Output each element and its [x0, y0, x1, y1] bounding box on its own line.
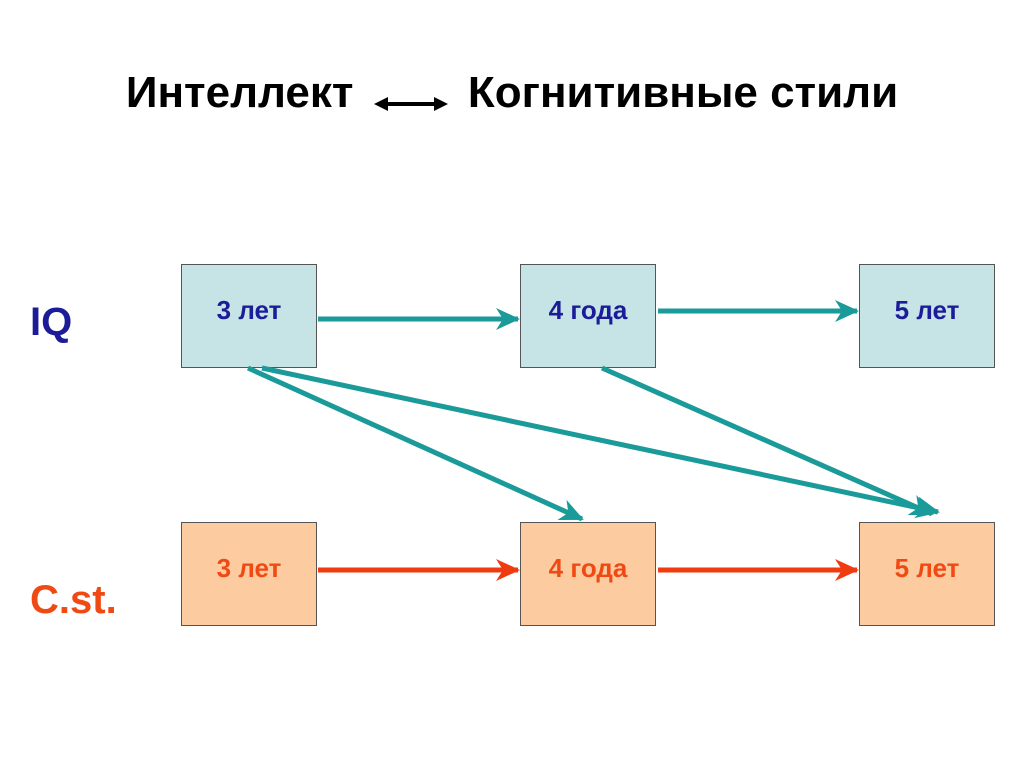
arrow-iq4-to-cst5 — [600, 365, 934, 517]
cst-box-label: 5 лет — [894, 552, 960, 583]
row-label-cst: C.st. — [30, 578, 117, 622]
iq-box-age-4: 4 года — [520, 264, 656, 368]
cst-box-age-3: 3 лет — [181, 522, 317, 626]
iq-box-age-5: 5 лет — [859, 264, 995, 368]
iq-box-label: 4 года — [548, 294, 628, 325]
page-title: Интеллект Когнитивные стили — [0, 68, 1024, 118]
arrow-iq3-to-cst5 — [261, 365, 940, 519]
title-intellect: Интеллект — [125, 68, 354, 117]
title-cognitive-styles: Когнитивные стили — [467, 68, 899, 117]
double-arrow-icon — [373, 80, 448, 112]
iq-box-label: 3 лет — [216, 294, 282, 325]
cst-box-label: 3 лет — [216, 552, 282, 583]
cst-box-label: 4 года — [548, 552, 628, 583]
iq-box-label: 5 лет — [894, 294, 960, 325]
cst-box-age-5: 5 лет — [859, 522, 995, 626]
row-label-iq: IQ — [30, 300, 73, 344]
iq-box-age-3: 3 лет — [181, 264, 317, 368]
arrow-iq3-to-cst4 — [246, 365, 584, 522]
cst-box-age-4: 4 года — [520, 522, 656, 626]
